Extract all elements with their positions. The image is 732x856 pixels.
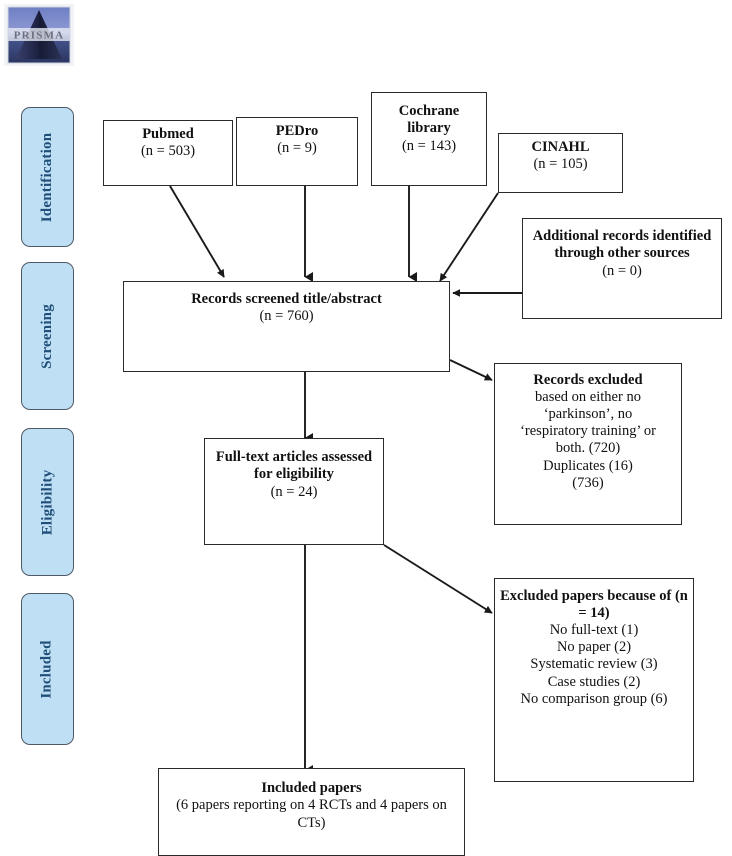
stage-label-included-text: Included (39, 639, 56, 699)
additional-records-box: Additional records identified through ot… (522, 218, 722, 319)
stage-label-eligibility-text: Eligibility (39, 469, 55, 535)
excluded-papers-reason-3: Systematic review (3) (530, 656, 658, 673)
records-excluded-line-2: ‘parkinson’, no (543, 406, 633, 423)
included-papers-detail: (6 papers reporting on 4 RCTs and 4 pape… (176, 797, 447, 831)
source-cinahl-count: (n = 105) (533, 156, 588, 173)
records-excluded-line-1: based on either no (535, 389, 641, 406)
source-pedro-name: PEDro (275, 123, 319, 139)
stage-label-identification-text: Identification (39, 132, 55, 222)
excluded-papers-reason-4: Case studies (2) (547, 673, 641, 690)
stage-label-included: Included (21, 593, 74, 745)
arrow-pubmed-to-screened (169, 185, 225, 278)
additional-records-count: (n = 0) (602, 262, 642, 279)
stage-label-screening-text: Screening (39, 303, 56, 369)
source-pedro-count: (n = 9) (277, 140, 317, 157)
excluded-papers-reason-1: No full-text (1) (549, 622, 639, 639)
source-pubmed-count: (n = 503) (140, 143, 196, 160)
records-excluded-line-5: Duplicates (16) (543, 457, 633, 474)
full-text-articles-box: Full-text articles assessed for eligibil… (204, 438, 384, 545)
records-excluded-line-3: ‘respiratory training’ or (520, 423, 656, 440)
source-box-cochrane: Cochrane library (n = 143) (371, 92, 487, 186)
source-cochrane-count: (n = 143) (401, 137, 457, 154)
svg-text:PRISMA: PRISMA (14, 30, 65, 42)
records-excluded-box: Records excluded based on either no ‘par… (494, 363, 682, 525)
excluded-papers-reason-2: No paper (2) (556, 639, 632, 656)
records-excluded-line-6: (736) (572, 474, 604, 491)
records-screened-title: Records screened title/abstract (191, 291, 382, 307)
source-cinahl-name: CINAHL (531, 139, 590, 155)
arrow-cinahl-to-screened (439, 192, 499, 282)
stage-label-identification: Identification (21, 107, 74, 247)
source-box-pubmed: Pubmed (n = 503) (103, 120, 233, 186)
excluded-papers-title: Excluded papers because of (n = 14) (500, 588, 688, 622)
source-box-cinahl: CINAHL (n = 105) (498, 133, 623, 193)
excluded-papers-box: Excluded papers because of (n = 14) No f… (494, 578, 694, 782)
stage-label-eligibility: Eligibility (21, 428, 74, 576)
prisma-logo: PRISMA (4, 4, 74, 66)
records-excluded-line-4: both. (720) (555, 440, 621, 457)
additional-records-title: Additional records identified through ot… (532, 228, 712, 262)
included-papers-box: Included papers (6 papers reporting on 4… (158, 768, 465, 856)
excluded-papers-reason-5: No comparison group (6) (520, 690, 668, 707)
prisma-logo-graphic: PRISMA (7, 6, 71, 64)
included-papers-title: Included papers (261, 780, 362, 796)
arrow-screened-to-excluded (449, 359, 493, 381)
source-pubmed-name: Pubmed (142, 126, 194, 142)
full-text-count: (n = 24) (270, 483, 318, 500)
stage-label-screening: Screening (21, 262, 74, 410)
source-cochrane-name: Cochrane library (398, 103, 460, 137)
records-excluded-title: Records excluded (533, 372, 643, 388)
records-screened-box: Records screened title/abstract (n = 760… (123, 281, 450, 372)
arrow-fulltext-to-excluded-papers (383, 544, 493, 614)
records-screened-count: (n = 760) (259, 308, 314, 325)
source-box-pedro: PEDro (n = 9) (236, 117, 358, 186)
full-text-title: Full-text articles assessed for eligibil… (215, 449, 373, 483)
